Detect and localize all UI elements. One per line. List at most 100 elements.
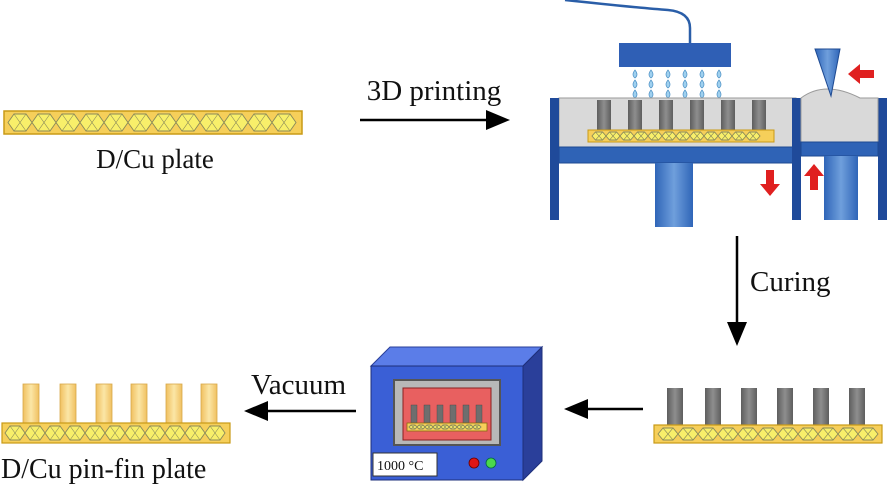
printing-arrow (360, 110, 510, 130)
pin-fin (165, 383, 183, 425)
diamond-edge (209, 425, 221, 441)
diamond-edge (722, 427, 734, 441)
diamond-edge (749, 131, 757, 141)
curing-label: Curing (750, 266, 831, 298)
diamond-edge (434, 424, 440, 430)
curing-arrow (727, 236, 747, 346)
diamond-edge (735, 131, 743, 141)
diamond-edge (129, 425, 141, 441)
cured-pillar (667, 388, 683, 425)
vacuum-furnace: 1000 °C (369, 345, 544, 482)
red-arrow-icon (760, 170, 780, 196)
diamond-edge (157, 113, 171, 132)
feed-chamber (800, 88, 879, 143)
red-indicator-light (468, 457, 480, 469)
leftward-arrow-icon (244, 401, 268, 421)
feed-piston (824, 156, 858, 220)
diamond-edge (679, 131, 687, 141)
diamond-edge (842, 427, 854, 441)
sample-pillar (436, 404, 444, 424)
feed-platform (800, 141, 879, 157)
diamond-pattern (4, 425, 226, 441)
diamond-edge (89, 425, 101, 441)
pinfin-label: D/Cu pin-fin plate (1, 454, 206, 485)
pinfin-plate (1, 383, 231, 444)
droplet-icon (716, 79, 722, 89)
droplet-icon (699, 89, 705, 99)
droplet-icon (665, 89, 671, 99)
diamond-edge (229, 113, 243, 132)
furnace-top (369, 346, 544, 367)
pin-fins (22, 383, 218, 425)
diamond-edge (61, 113, 75, 132)
diamond-edge (29, 425, 41, 441)
printing-label: 3D printing (367, 75, 502, 107)
diamond-edge (595, 131, 603, 141)
droplet-icon (716, 69, 722, 79)
recoater-blade (814, 48, 841, 98)
cured-pillar (741, 388, 757, 425)
droplet-icon (665, 79, 671, 89)
diamond-edge (662, 427, 674, 441)
build-platform (558, 146, 797, 164)
droplet-icon (648, 89, 654, 99)
diamond-edge (13, 113, 27, 132)
diamond-edge (37, 113, 51, 132)
diamond-edge (822, 427, 834, 441)
diamond-edge (253, 113, 267, 132)
sample-pillar (410, 404, 418, 424)
diamond-edge (85, 113, 99, 132)
sample-pillar (449, 404, 457, 424)
sample-pillars (410, 404, 483, 424)
diamond-edge (109, 425, 121, 441)
pin-fin (59, 383, 77, 425)
diamond-edge (450, 424, 456, 430)
diamond-edge (205, 113, 219, 132)
printed-pillars (597, 100, 766, 130)
droplet-icon (682, 89, 688, 99)
diamond-edge (693, 131, 701, 141)
diamond-edge (609, 131, 617, 141)
frame-left-post (550, 98, 559, 220)
red-arrow-icon (804, 164, 824, 190)
temperature-label: 1000 °C (377, 459, 423, 474)
diamond-edge (69, 425, 81, 441)
diamond-edge (474, 424, 480, 430)
vacuum-label: Vacuum (251, 369, 346, 401)
diamond-edge (466, 424, 472, 430)
diamond-edge (442, 424, 448, 430)
diamond-edge (109, 113, 123, 132)
diamond-edge (169, 425, 181, 441)
platform-piston (655, 163, 693, 227)
droplet-icon (648, 69, 654, 79)
diamond-pattern (7, 113, 297, 132)
diamond-edge (651, 131, 659, 141)
diamond-edge (665, 131, 673, 141)
diamond-edge (623, 131, 631, 141)
to-furnace-arrow (564, 399, 643, 419)
pin-fin (22, 383, 40, 425)
red-arrow-icon (848, 64, 874, 84)
rightward-arrow-icon (486, 110, 510, 130)
downward-arrow-icon (727, 322, 747, 346)
diamond-edge (707, 131, 715, 141)
temperature-display (372, 452, 438, 477)
diamond-edge (702, 427, 714, 441)
dcu-plate (3, 110, 303, 135)
diamond-edge (49, 425, 61, 441)
diamond-edge (802, 427, 814, 441)
droplet-icon (699, 69, 705, 79)
diamond-pattern (408, 424, 482, 430)
droplet-icon (648, 79, 654, 89)
print-head (619, 43, 731, 67)
diamond-edge (426, 424, 432, 430)
diamond-edge (9, 425, 21, 441)
printed-pillar (659, 100, 673, 130)
cured-pillar (813, 388, 829, 425)
printed-pillar (628, 100, 642, 130)
green-indicator-light (485, 457, 497, 469)
diamond-edge (682, 427, 694, 441)
droplet-icon (682, 79, 688, 89)
